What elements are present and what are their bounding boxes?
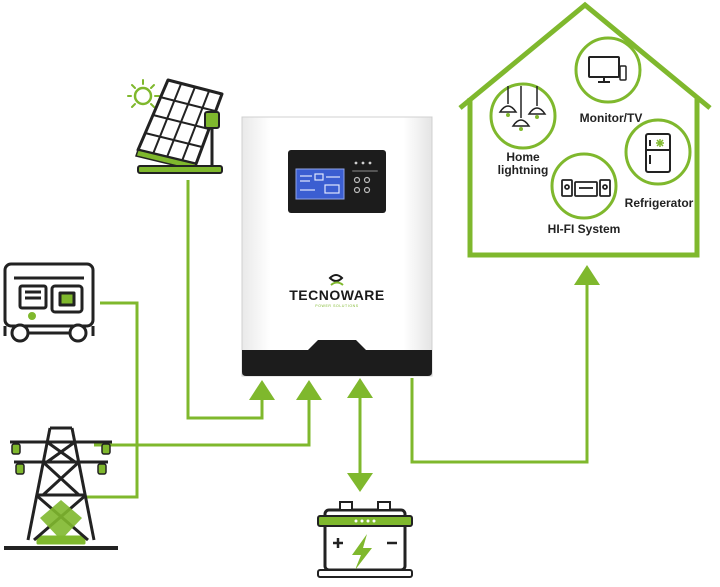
solar-arrow [249, 380, 275, 400]
hifi-label: HI-FI System [548, 222, 621, 236]
load-circles [489, 36, 692, 220]
battery-icon [317, 501, 413, 578]
ceiling-lamps-icon [498, 86, 547, 131]
battery-arrow-up [347, 378, 373, 398]
home-arrow [574, 265, 600, 285]
solar-line [186, 180, 264, 420]
monitor-label: Monitor/TV [580, 111, 643, 125]
lighting-label-line2: lightning [498, 163, 549, 177]
brand-tagline: POWER SOLUTIONS [315, 304, 358, 308]
lightning-bolt-icon [352, 534, 372, 570]
monitor-tv-icon [588, 56, 627, 83]
lighting-label-line1: Home [506, 150, 540, 164]
tecnoware-logo-icon [328, 274, 344, 282]
hifi-system-icon [561, 179, 611, 197]
brand-name: TECNOWARE [289, 287, 385, 303]
control-buttons [353, 176, 371, 194]
grid-line [94, 398, 311, 447]
arrowheads [249, 265, 600, 492]
battery-arrow-down [347, 473, 373, 492]
sun-icon [133, 86, 153, 106]
grid-arrow [296, 380, 322, 400]
inverter-unit: TECNOWARE POWER SOLUTIONS [241, 116, 433, 377]
refrigerator-icon [645, 133, 671, 173]
home-line [410, 278, 589, 464]
generator-icon [3, 262, 95, 343]
connection-lines [85, 180, 589, 499]
lighting-circle [489, 82, 557, 150]
power-pylon-icon [4, 426, 118, 550]
house-outline [458, 1, 712, 258]
solar-panel-icon [127, 78, 224, 174]
pylon-bottom-line [85, 445, 139, 499]
refrigerator-label: Refrigerator [625, 196, 694, 210]
generator-line [100, 301, 139, 445]
inverter-base [242, 340, 432, 376]
